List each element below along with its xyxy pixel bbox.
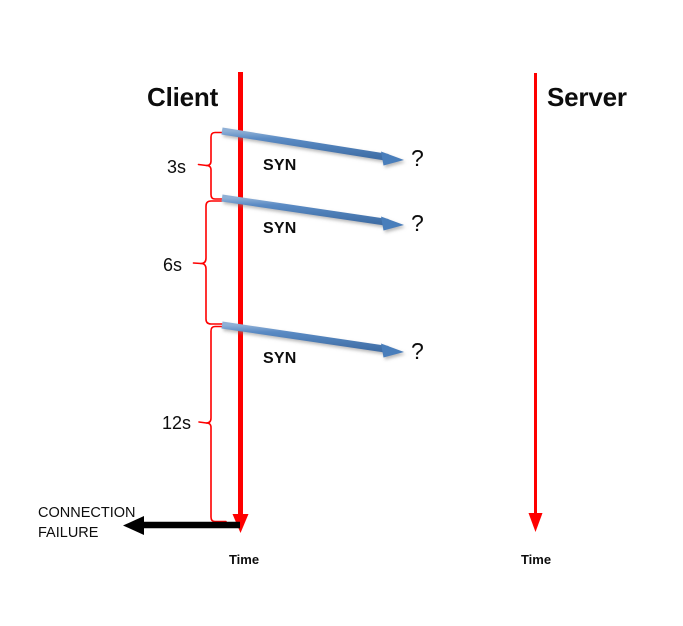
connection-failure-line-2: FAILURE bbox=[38, 525, 99, 541]
interval-brace-6s bbox=[192, 200, 223, 325]
no-response-question-mark-2: ? bbox=[411, 210, 424, 236]
interval-brace-3s bbox=[197, 131, 224, 200]
no-response-question-mark-1: ? bbox=[411, 145, 424, 171]
lane-title-server: Server bbox=[547, 82, 627, 112]
syn-message-arrow-1 bbox=[221, 127, 404, 166]
no-response-question-mark-3: ? bbox=[411, 338, 424, 364]
interval-label-12s: 12s bbox=[162, 413, 192, 433]
time-axis-label-server: Time bbox=[520, 552, 552, 567]
connection-failure-line-1: CONNECTION bbox=[38, 505, 136, 521]
server-lifeline bbox=[528, 73, 543, 532]
connection-failure-arrow bbox=[123, 516, 240, 535]
interval-brace-12s bbox=[198, 325, 227, 523]
time-axis-label-client: Time bbox=[228, 552, 260, 567]
interval-label-3s: 3s bbox=[167, 157, 187, 177]
syn-label-2: SYN bbox=[263, 220, 297, 237]
client-lifeline bbox=[232, 72, 249, 533]
syn-message-arrow-3 bbox=[221, 321, 404, 358]
syn-label-3: SYN bbox=[263, 350, 297, 367]
syn-message-arrow-2 bbox=[221, 194, 404, 231]
lane-title-client: Client bbox=[147, 82, 219, 112]
interval-label-6s: 6s bbox=[163, 255, 183, 275]
syn-label-1: SYN bbox=[263, 157, 297, 174]
